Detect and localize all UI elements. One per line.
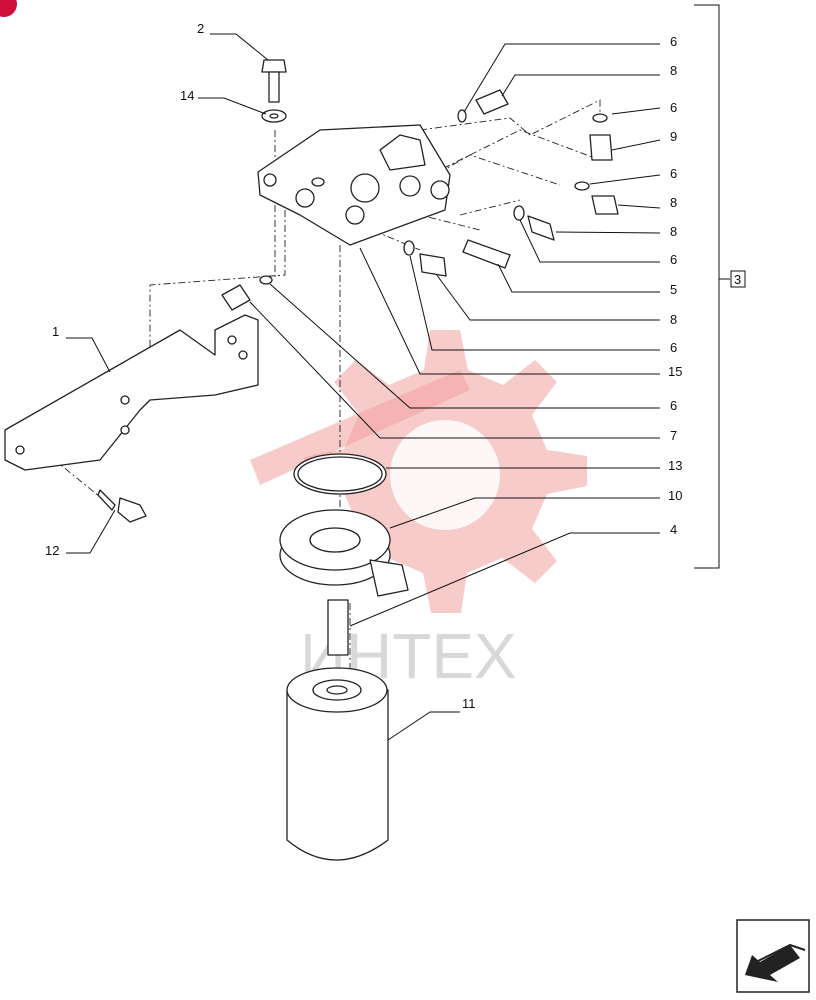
mounting-bracket-part — [4, 314, 259, 471]
callout-3: 3 — [734, 272, 741, 287]
watermark-logo: ИНТЕХ — [250, 330, 587, 692]
filter-part — [286, 667, 389, 861]
plug-part — [221, 284, 251, 311]
callout-11: 11 — [462, 696, 476, 711]
callout-14: 14 — [180, 88, 194, 103]
callout-6b: 6 — [670, 100, 677, 115]
callout-5: 5 — [670, 282, 677, 297]
callout-8c: 8 — [670, 224, 677, 239]
callout-6e: 6 — [670, 340, 677, 355]
bolt-part — [97, 489, 147, 523]
corner-badge-icon — [0, 0, 17, 17]
bolt-part — [261, 59, 287, 103]
nipple-part — [327, 599, 349, 656]
callout-4: 4 — [670, 522, 677, 537]
arrow-back-icon[interactable] — [736, 919, 810, 993]
callouts: 2 14 1 12 6 8 6 9 6 8 8 6 5 8 6 15 6 7 1… — [45, 21, 741, 711]
callout-6d: 6 — [670, 252, 677, 267]
callout-8a: 8 — [670, 63, 677, 78]
callout-8d: 8 — [670, 312, 677, 327]
filter-head-part — [279, 509, 409, 597]
callout-6a: 6 — [670, 34, 677, 49]
callout-15: 15 — [668, 364, 682, 379]
callout-12: 12 — [45, 543, 59, 558]
o-ring-part — [259, 275, 273, 285]
callout-1: 1 — [52, 324, 59, 339]
callout-10: 10 — [668, 488, 682, 503]
callout-9: 9 — [670, 129, 677, 144]
callout-7: 7 — [670, 428, 677, 443]
valve-housing-part — [257, 124, 451, 246]
callout-6c: 6 — [670, 166, 677, 181]
fittings — [403, 89, 619, 277]
callout-8b: 8 — [670, 195, 677, 210]
callout-2: 2 — [197, 21, 204, 36]
group-bracket — [694, 4, 730, 569]
callout-13: 13 — [668, 458, 682, 473]
callout-6f: 6 — [670, 398, 677, 413]
leader-lines — [66, 33, 661, 741]
group-3-box — [730, 270, 746, 288]
